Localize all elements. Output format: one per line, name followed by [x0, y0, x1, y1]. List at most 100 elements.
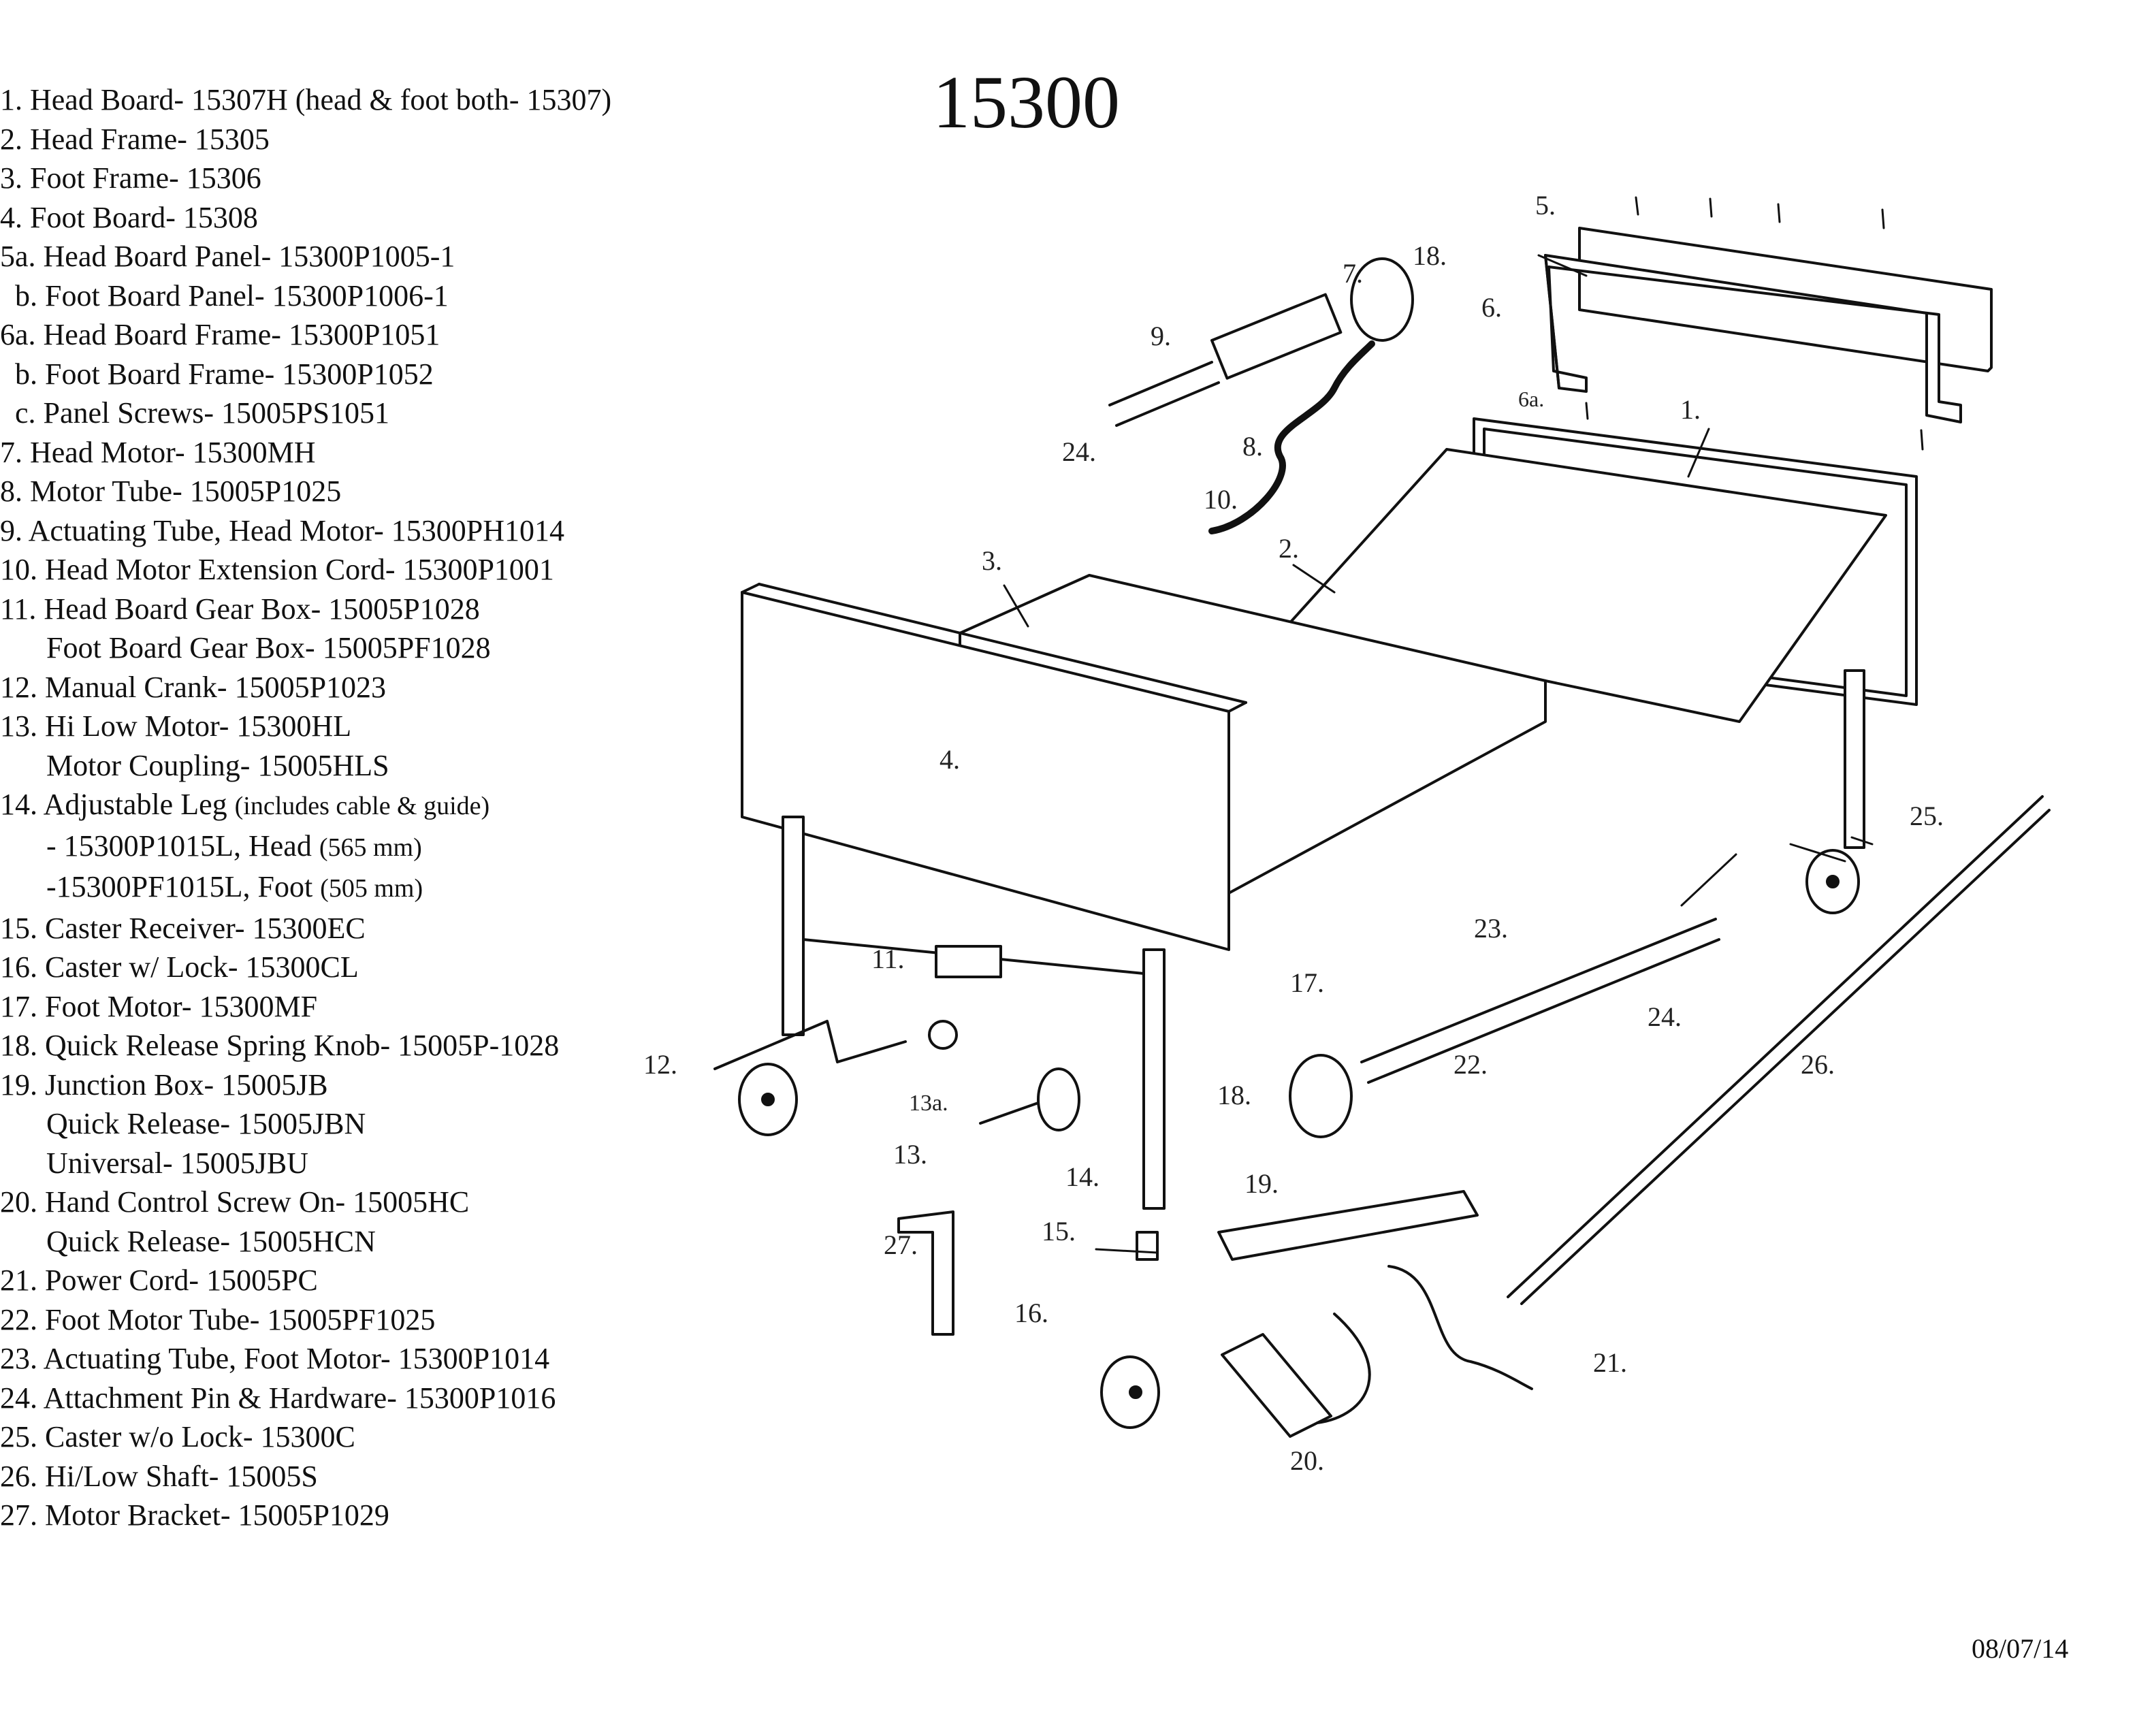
part-text: Foot Board Gear Box- 15005PF1028 [46, 631, 491, 664]
parts-list-item: 2. Head Frame- 15305 [0, 120, 715, 159]
callout-22: 22. [1454, 1049, 1488, 1080]
callout-12: 12. [643, 1049, 677, 1080]
callout-6: 6. [1481, 292, 1502, 323]
part-text: 15. Caster Receiver- 15300EC [0, 911, 366, 945]
parts-list-item: -15300PF1015L, Foot (505 mm) [0, 867, 715, 909]
parts-list-item: b. Foot Board Frame- 15300P1052 [0, 355, 715, 394]
parts-list-item: 27. Motor Bracket- 15005P1029 [0, 1496, 715, 1535]
revision-date: 08/07/14 [1972, 1633, 2069, 1664]
parts-list-item: 19. Junction Box- 15005JB [0, 1065, 715, 1105]
part-text: 11. Head Board Gear Box- 15005P1028 [0, 592, 480, 626]
parts-list-item: 18. Quick Release Spring Knob- 15005P-10… [0, 1026, 715, 1065]
part-text: 6a. Head Board Frame- 15300P1051 [0, 318, 440, 351]
part-text: Quick Release- 15005JBN [46, 1107, 366, 1140]
parts-list-item: 7. Head Motor- 15300MH [0, 433, 715, 472]
parts-list-item: c. Panel Screws- 15005PS1051 [0, 393, 715, 433]
part-text: 1. Head Board- 15307H (head & foot both-… [0, 83, 612, 116]
part-text: 5a. Head Board Panel- 15300P1005-1 [0, 240, 455, 273]
callout-19: 19. [1244, 1168, 1279, 1199]
callout-6a: 6a. [1518, 387, 1545, 411]
callout-3: 3. [982, 545, 1002, 576]
parts-list-item: 12. Manual Crank- 15005P1023 [0, 668, 715, 707]
callout-18-foot: 18. [1217, 1080, 1251, 1110]
part-text: 24. Attachment Pin & Hardware- 15300P101… [0, 1381, 556, 1415]
part-text: 4. Foot Board- 15308 [0, 200, 258, 234]
parts-list-item: - 15300P1015L, Head (565 mm) [0, 826, 715, 868]
callout-11: 11. [871, 944, 905, 974]
part-text: 7. Head Motor- 15300MH [0, 435, 316, 469]
hi-low-motor [979, 1067, 1080, 1131]
callout-4: 4. [940, 744, 960, 775]
callout-7: 7. [1343, 258, 1363, 289]
part-text: -15300PF1015L, Foot [46, 870, 313, 903]
part-text: 17. Foot Motor- 15300MF [0, 989, 318, 1023]
part-text: 16. Caster w/ Lock- 15300CL [0, 950, 359, 984]
parts-list-item: Motor Coupling- 15005HLS [0, 746, 715, 786]
gear-box [928, 945, 1002, 1050]
hi-low-shaft [1507, 795, 2051, 1305]
part-text: 10. Head Motor Extension Cord- 15300P100… [0, 553, 554, 586]
parts-list-item: 4. Foot Board- 15308 [0, 198, 715, 238]
parts-list-item: 14. Adjustable Leg (includes cable & gui… [0, 785, 715, 826]
panel-screws [1585, 196, 1924, 451]
headboard-panel [1578, 227, 1993, 372]
foot-motor-assembly [1289, 918, 1720, 1138]
part-text: - 15300P1015L, Head [46, 829, 312, 863]
model-number-title: 15300 [933, 61, 1120, 144]
parts-list-item: b. Foot Board Panel- 15300P1006-1 [0, 276, 715, 316]
parts-list-item: 20. Hand Control Screw On- 15005HC [0, 1183, 715, 1222]
parts-list-item: 15. Caster Receiver- 15300EC [0, 909, 715, 948]
manual-crank [713, 1020, 907, 1070]
part-text: 27. Motor Bracket- 15005P1029 [0, 1498, 389, 1532]
callout-2: 2. [1279, 533, 1299, 564]
parts-list-item: 5a. Head Board Panel- 15300P1005-1 [0, 237, 715, 276]
callout-9: 9. [1151, 321, 1171, 351]
hand-control [1221, 1313, 1371, 1438]
part-text: Quick Release- 15005HCN [46, 1224, 376, 1258]
callout-13a: 13a. [909, 1091, 948, 1116]
callout-8: 8. [1242, 431, 1263, 462]
callout-21: 21. [1593, 1347, 1627, 1378]
parts-list-item: 24. Attachment Pin & Hardware- 15300P101… [0, 1379, 715, 1418]
part-text: Universal- 15005JBU [46, 1146, 308, 1180]
callout-17: 17. [1290, 967, 1324, 998]
part-text: 23. Actuating Tube, Foot Motor- 15300P10… [0, 1342, 550, 1375]
head-frame-deck [1285, 448, 1887, 723]
parts-list-item: 25. Caster w/o Lock- 15300C [0, 1417, 715, 1457]
part-note: (565 mm) [319, 833, 422, 862]
parts-list-item: 23. Actuating Tube, Foot Motor- 15300P10… [0, 1339, 715, 1379]
part-text: 2. Head Frame- 15305 [0, 122, 270, 156]
callout-24-foot: 24. [1648, 1001, 1682, 1032]
casters [738, 849, 1860, 1429]
part-text: b. Foot Board Frame- 15300P1052 [15, 357, 434, 391]
part-text: 22. Foot Motor Tube- 15005PF1025 [0, 1302, 436, 1336]
part-text: 19. Junction Box- 15005JB [0, 1067, 328, 1102]
parts-list-item: 22. Foot Motor Tube- 15005PF1025 [0, 1300, 715, 1340]
caster-receiver [1136, 1231, 1159, 1261]
parts-list-item: Quick Release- 15005JBN [0, 1104, 715, 1144]
callout-1: 1. [1680, 394, 1701, 425]
parts-list-item: 9. Actuating Tube, Head Motor- 15300PH10… [0, 511, 715, 551]
parts-list-item: 11. Head Board Gear Box- 15005P1028 [0, 590, 715, 629]
power-cord [1387, 1265, 1533, 1390]
footboard [741, 583, 1247, 951]
parts-list-item: 8. Motor Tube- 15005P1025 [0, 472, 715, 511]
part-text: 3. Foot Frame- 15306 [0, 161, 261, 195]
headboard-frame [1544, 254, 1962, 423]
part-text: 21. Power Cord- 15005PC [0, 1264, 318, 1297]
parts-list-item: 6a. Head Board Frame- 15300P1051 [0, 315, 715, 355]
part-note: (includes cable & guide) [234, 792, 490, 820]
extension-cord [1208, 340, 1375, 534]
part-text: 25. Caster w/o Lock- 15300C [0, 1420, 355, 1453]
parts-list-item: 1. Head Board- 15307H (head & foot both-… [0, 80, 715, 120]
part-text: Motor Coupling- 15005HLS [46, 748, 389, 782]
callout-18-head: 18. [1413, 240, 1447, 271]
junction-box [1217, 1190, 1479, 1261]
part-text: 8. Motor Tube- 15005P1025 [0, 475, 342, 508]
part-text: 20. Hand Control Screw On- 15005HC [0, 1185, 470, 1219]
parts-list-item: 3. Foot Frame- 15306 [0, 159, 715, 198]
part-text: b. Foot Board Panel- 15300P1006-1 [15, 278, 449, 312]
parts-list-item: 13. Hi Low Motor- 15300HL [0, 707, 715, 746]
part-text: 12. Manual Crank- 15005P1023 [0, 670, 387, 704]
callout-13: 13. [893, 1139, 927, 1170]
